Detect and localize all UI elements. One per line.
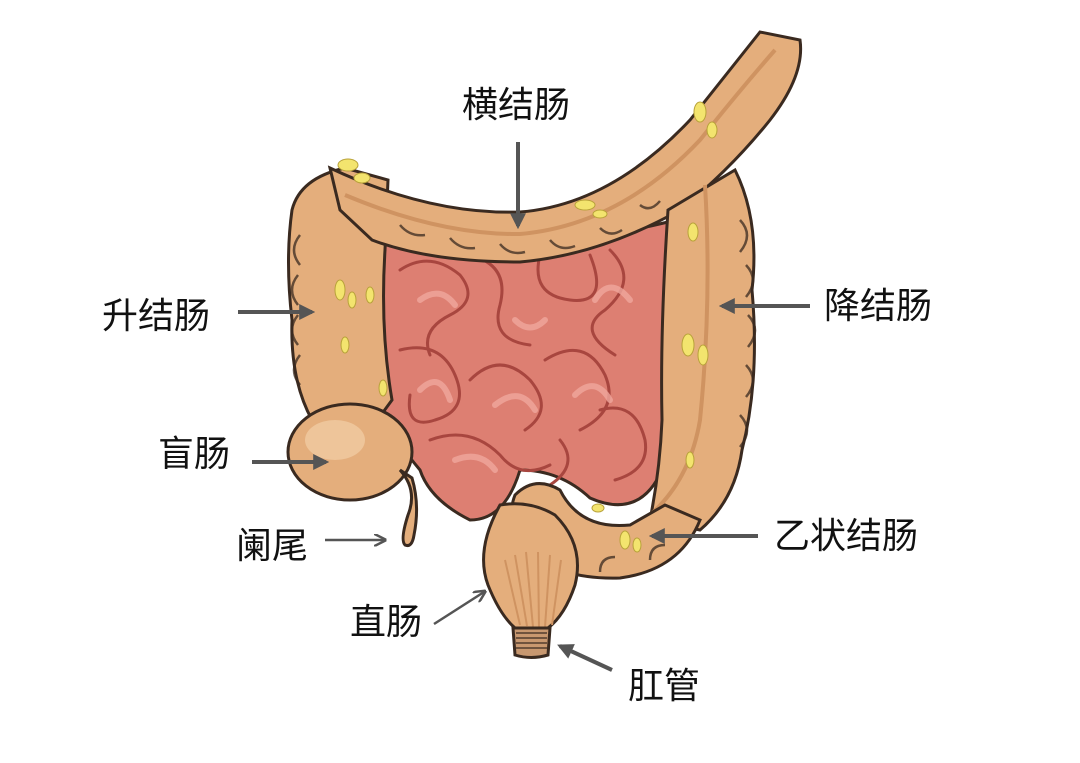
appendix-shape xyxy=(398,468,419,547)
label-arrows xyxy=(238,142,810,672)
label-transverse-colon: 横结肠 xyxy=(462,85,570,126)
small-intestine xyxy=(366,220,670,522)
label-ascending-colon: 升结肠 xyxy=(102,296,210,337)
label-rectum: 直肠 xyxy=(350,602,422,643)
label-cecum: 盲肠 xyxy=(158,434,230,475)
colon xyxy=(286,30,803,659)
label-descending-colon: 降结肠 xyxy=(824,286,932,327)
label-sigmoid-colon: 乙状结肠 xyxy=(774,516,918,557)
labels: 横结肠 升结肠 降结肠 盲肠 阑尾 乙状结肠 直肠 肛管 xyxy=(102,85,932,707)
arrow-anal-canal xyxy=(557,644,613,672)
label-anal-canal: 肛管 xyxy=(628,666,700,707)
arrow-rectum xyxy=(433,592,484,626)
rectum-shape xyxy=(482,502,579,630)
label-appendix: 阑尾 xyxy=(236,526,308,567)
